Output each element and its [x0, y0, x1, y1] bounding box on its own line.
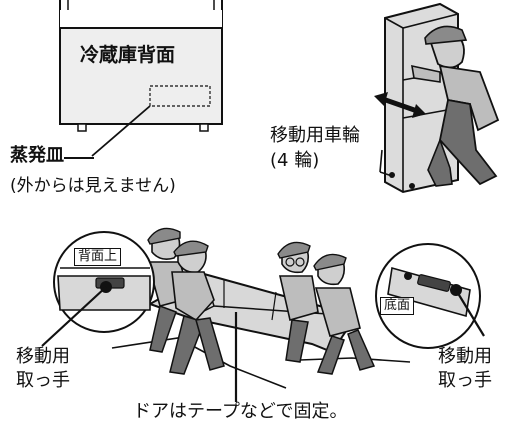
evaporator-note: (外からは見えません)	[10, 176, 176, 196]
evaporator-leader	[64, 157, 94, 159]
fridge-back-panel	[59, 0, 223, 157]
evaporator-label: 蒸発皿	[10, 145, 64, 166]
carrying-scene	[111, 227, 411, 389]
fridge-back-label: 冷蔵庫背面	[80, 44, 176, 66]
right-handle-label-2: 取っ手	[438, 370, 492, 391]
left-handle-label-2: 取っ手	[16, 370, 70, 391]
bottom-label: 底面	[380, 297, 415, 316]
door-tape-caption: ドアはテープなどで固定。	[133, 401, 348, 422]
left-handle-label: 移動用	[16, 346, 70, 367]
casters-count-label: (4 輪)	[270, 150, 320, 171]
back-top-label: 背面上	[74, 248, 122, 267]
right-handle-label: 移動用	[438, 346, 492, 367]
fridge-casters-scene	[374, 2, 500, 194]
bottom-handle-detail	[375, 243, 485, 349]
casters-label: 移動用車輪	[270, 125, 360, 146]
